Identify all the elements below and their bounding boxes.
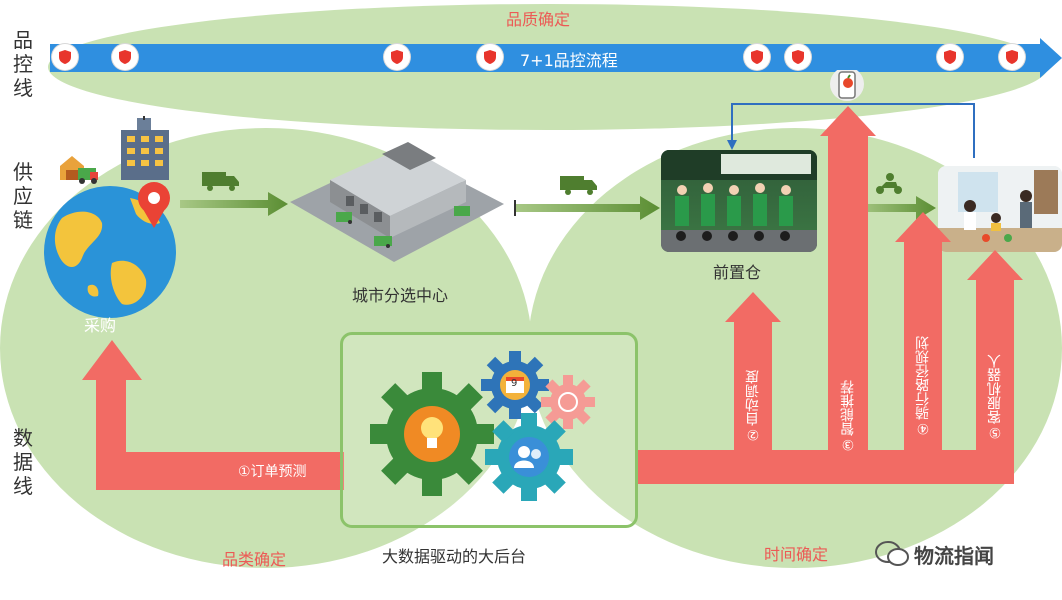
farm-truck-icon — [60, 156, 98, 184]
quality-flow-label: 7+1品控流程 — [520, 51, 618, 70]
shield-icon — [999, 44, 1025, 70]
step2-arrow — [734, 320, 772, 484]
quality-zone-label: 品质确定 — [506, 10, 571, 29]
time-zone-label: 时间确定 — [764, 545, 829, 564]
step3-arrowhead — [820, 106, 876, 136]
order-forecast-arrow — [82, 340, 344, 490]
phone-fruit-icon — [830, 70, 864, 101]
step4-arrowhead — [895, 212, 951, 242]
procurement-label: 采购 — [84, 316, 117, 335]
front-warehouse-label: 前置仓 — [713, 263, 762, 282]
shield-icon — [384, 44, 410, 70]
warehouse-illustration — [290, 142, 504, 262]
sorting-center-label: 城市分选中心 — [352, 286, 449, 305]
flow-arrow-1 — [180, 192, 288, 216]
lane-label-data: 数据线 — [13, 426, 33, 498]
globe-icon — [44, 182, 176, 318]
scooter-icon — [876, 173, 902, 194]
step3-label: ③智能推荐 — [840, 380, 856, 452]
flow-arrow-2 — [514, 196, 660, 220]
step2-arrowhead — [725, 292, 781, 322]
shield-icon — [937, 44, 963, 70]
watermark-label: 物流指闻 — [914, 544, 994, 568]
shield-icon — [477, 44, 503, 70]
step5-arrowhead — [967, 250, 1023, 280]
step1-label: ①订单预测 — [238, 464, 307, 480]
step5-arrow — [976, 278, 1014, 484]
data-base-bar — [638, 450, 1014, 484]
truck-icon — [202, 172, 239, 191]
front-warehouse-photo — [661, 150, 817, 252]
calendar-number: 9 — [511, 378, 518, 389]
gear-lightbulb-icon — [370, 372, 494, 496]
shield-icon — [52, 44, 78, 70]
quality-flow-arrow — [50, 38, 1062, 78]
category-zone-label: 品类确定 — [222, 550, 287, 569]
gear-users-icon — [485, 413, 573, 501]
lane-label-quality: 品控线 — [13, 28, 33, 100]
feedback-line — [727, 103, 975, 158]
customer-home-photo — [938, 166, 1062, 252]
truck-icon — [560, 176, 597, 195]
step5-label: ⑤客服机器人 — [987, 354, 1003, 440]
building-icon — [121, 116, 169, 180]
step2-label: ②自动调度 — [745, 370, 761, 442]
step4-arrow — [904, 240, 942, 484]
lane-label-supply: 供应链 — [13, 160, 33, 232]
step3-arrow — [828, 136, 868, 484]
shield-icon — [744, 44, 770, 70]
step4-label: ④骑行路径规划 — [915, 336, 931, 436]
gear-chat-icon — [541, 375, 595, 429]
wechat-icon — [875, 541, 909, 566]
gear-calendar-icon — [481, 351, 549, 419]
shield-icon — [785, 44, 811, 70]
backend-label: 大数据驱动的大后台 — [382, 547, 527, 566]
shield-icon — [112, 44, 138, 70]
